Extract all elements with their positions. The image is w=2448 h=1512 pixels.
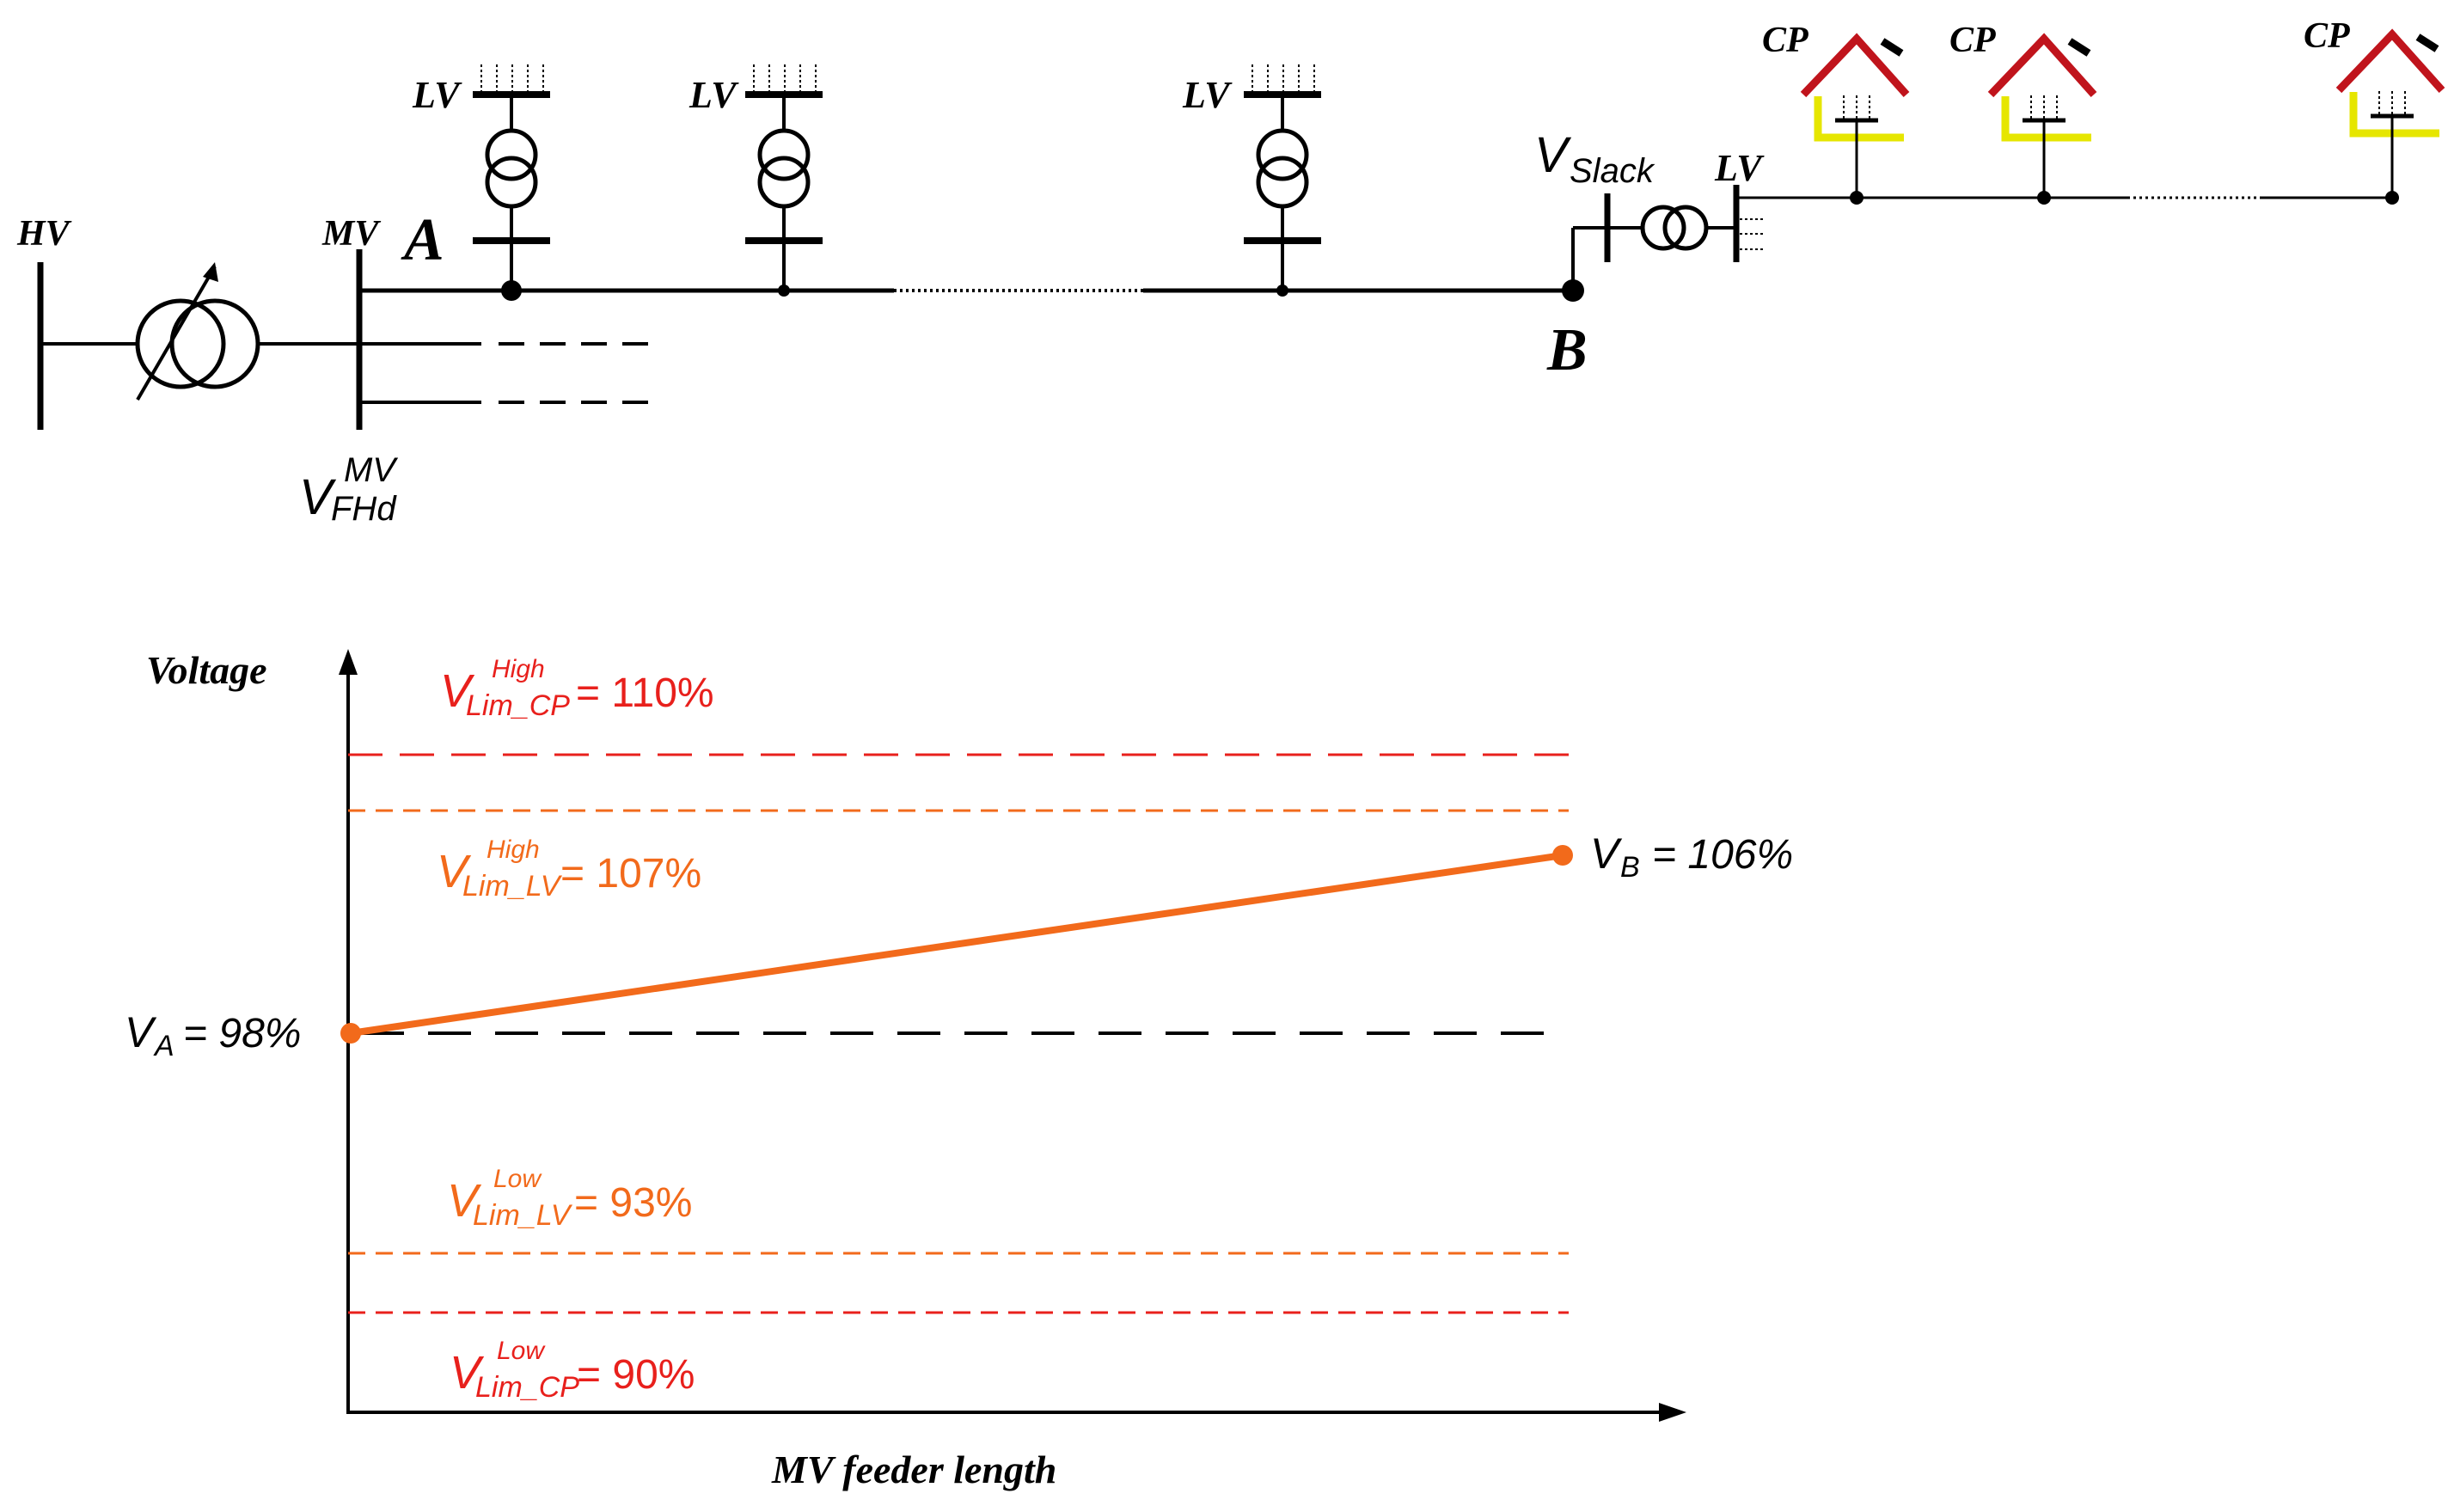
svg-text:Lim_LV: Lim_LV xyxy=(462,870,563,903)
label-low-cp: V Low Lim_CP = 90% xyxy=(450,1337,695,1404)
y-axis-arrow-icon xyxy=(339,649,358,675)
svg-text:V: V xyxy=(440,665,475,717)
svg-text:= 106%: = 106% xyxy=(1652,832,1793,878)
v-slack-label: V Slack xyxy=(1534,127,1655,190)
lv-label-4: LV xyxy=(1714,147,1765,189)
graph-axes xyxy=(339,649,1686,1422)
svg-text:Low: Low xyxy=(493,1165,542,1193)
svg-text:V: V xyxy=(299,469,337,525)
x-axis-label: MV feeder length xyxy=(771,1448,1056,1491)
svg-text:V: V xyxy=(1590,829,1623,878)
svg-text:V: V xyxy=(450,1347,485,1399)
lv-substation-1 xyxy=(473,64,550,291)
slack-transformer xyxy=(1571,185,1764,291)
svg-text:High: High xyxy=(487,836,540,864)
svg-text:V: V xyxy=(125,1008,157,1056)
svg-text:= 107%: = 107% xyxy=(560,851,701,897)
point-b-marker xyxy=(1552,845,1573,866)
house-icon-2 xyxy=(1987,33,2097,198)
cp-label-1: CP xyxy=(1762,21,1808,60)
house-icon-1 xyxy=(1800,33,1910,198)
svg-text:MV: MV xyxy=(344,451,398,489)
point-a-marker xyxy=(340,1023,361,1044)
label-high-cp: V High Lim_CP = 110% xyxy=(440,655,714,722)
cp-label-3: CP xyxy=(2304,16,2350,56)
label-vb: V B = 106% xyxy=(1590,829,1793,884)
lv-label-3: LV xyxy=(1182,74,1233,116)
svg-text:= 110%: = 110% xyxy=(576,670,714,716)
cp-label-2: CP xyxy=(1949,21,1996,60)
oltc-transformer-icon xyxy=(135,262,260,401)
svg-text:Lim_LV: Lim_LV xyxy=(473,1199,573,1232)
svg-text:V: V xyxy=(447,1175,482,1227)
svg-text:= 90%: = 90% xyxy=(577,1352,695,1398)
lv-label-1: LV xyxy=(412,74,462,116)
svg-text:Lim_CP: Lim_CP xyxy=(475,1371,579,1404)
mv-label: MV xyxy=(321,214,381,254)
svg-text:V: V xyxy=(1534,127,1572,183)
voltage-profile-line xyxy=(350,852,1564,1037)
node-a-label: A xyxy=(401,207,444,273)
lv-substation-3 xyxy=(1244,64,1321,297)
svg-text:B: B xyxy=(1620,851,1640,884)
svg-text:A: A xyxy=(153,1030,174,1062)
lv-substation-2 xyxy=(745,64,823,297)
svg-text:Slack: Slack xyxy=(1570,152,1655,190)
svg-text:Low: Low xyxy=(497,1337,546,1365)
svg-text:High: High xyxy=(492,655,545,683)
network-schematic xyxy=(37,64,2399,430)
svg-text:V: V xyxy=(437,846,472,897)
svg-text:= 93%: = 93% xyxy=(574,1180,692,1226)
house-icon-3 xyxy=(2335,28,2445,198)
hv-label: HV xyxy=(16,214,72,254)
svg-text:= 98%: = 98% xyxy=(183,1011,301,1056)
label-va: V A = 98% xyxy=(125,1008,301,1062)
label-high-lv: V High Lim_LV = 107% xyxy=(437,836,701,903)
v-fhd-label: V MV FHd xyxy=(299,451,398,528)
svg-text:FHd: FHd xyxy=(331,490,397,528)
label-low-lv: V Low Lim_LV = 93% xyxy=(447,1165,692,1232)
lv-label-2: LV xyxy=(688,74,739,116)
svg-text:Lim_CP: Lim_CP xyxy=(466,689,570,722)
x-axis-arrow-icon xyxy=(1659,1403,1686,1422)
y-axis-label: Voltage xyxy=(146,648,267,692)
node-b-label: B xyxy=(1546,317,1588,383)
